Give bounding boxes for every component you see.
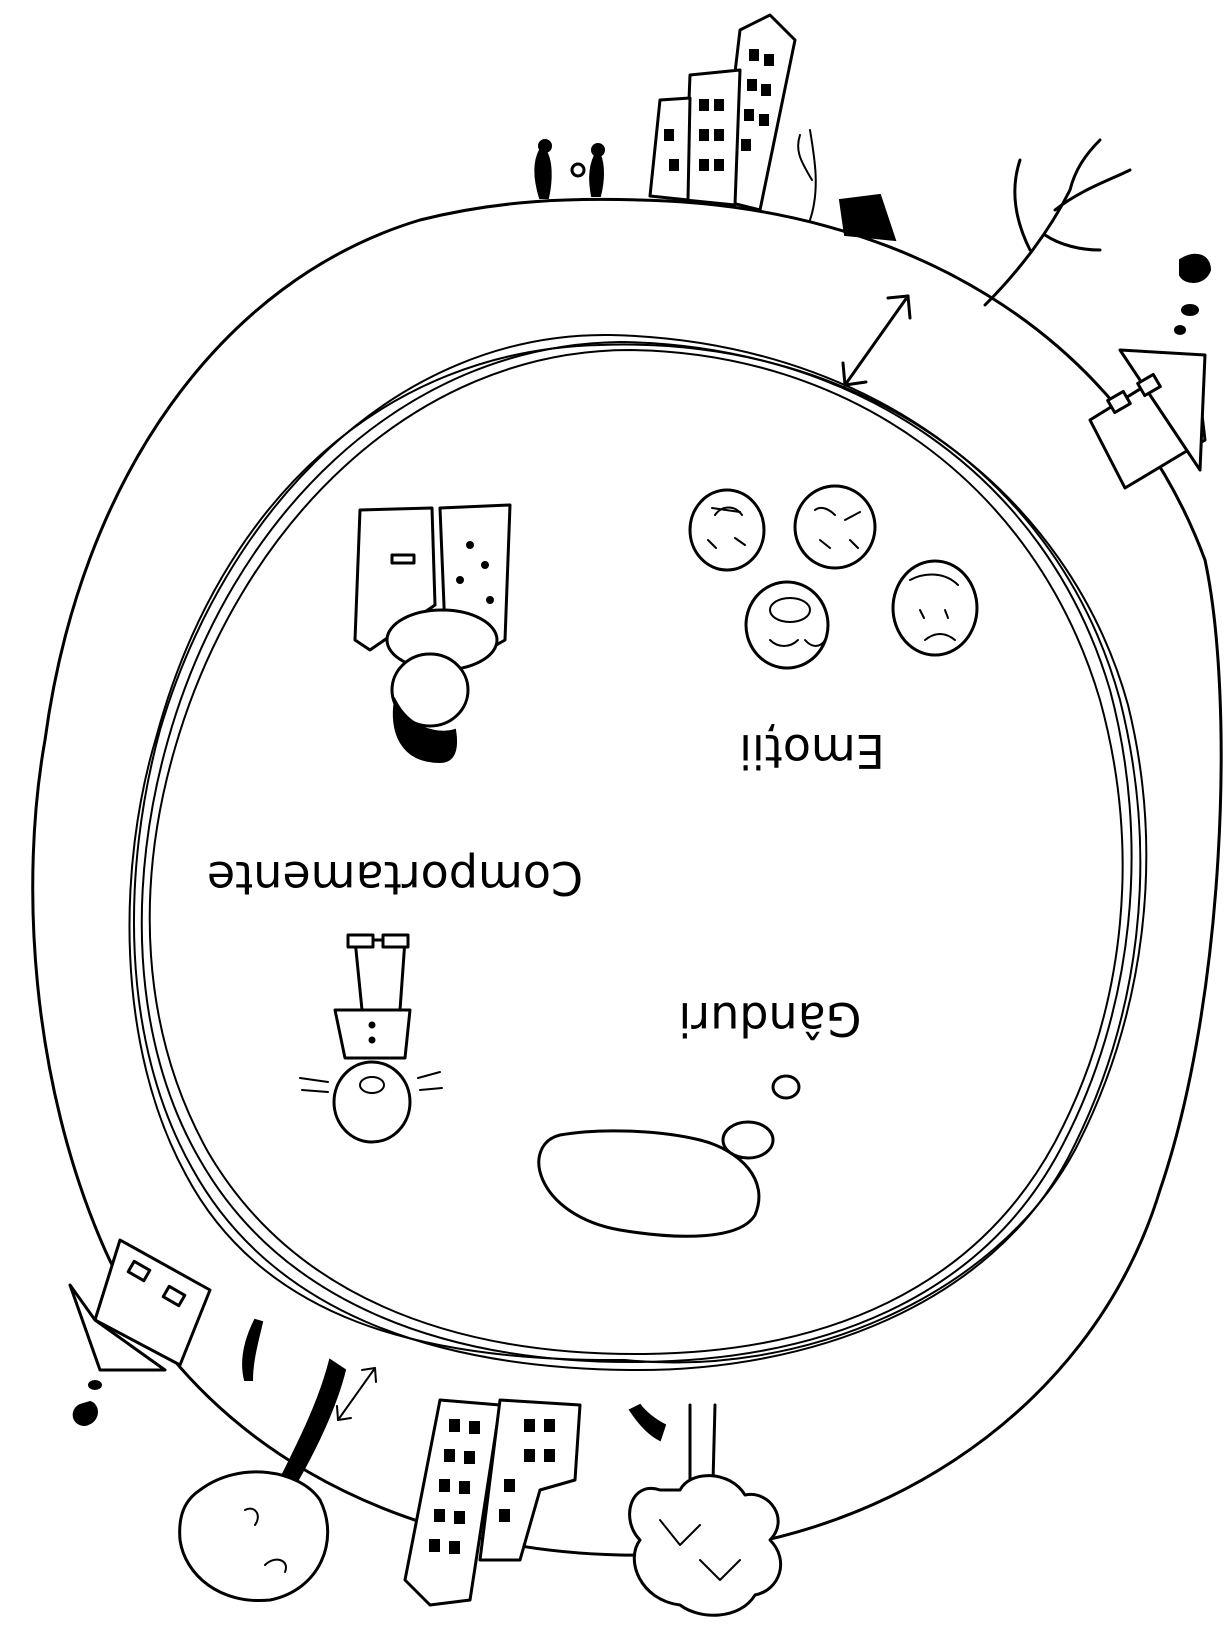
label-thoughts: Gânduri — [678, 992, 861, 1046]
buildings-icon — [650, 15, 795, 210]
double-arrow-icon — [843, 296, 910, 385]
label-emotions: Emoții — [739, 723, 885, 778]
tree-icon — [630, 1405, 781, 1615]
person-hugging-icon — [355, 505, 510, 762]
thought-bubble-icon — [539, 1076, 799, 1236]
house-icon — [70, 1240, 210, 1425]
buildings-icon — [405, 1400, 580, 1605]
people-walking-icon — [535, 140, 604, 198]
person-surprised-icon — [300, 935, 442, 1142]
emotion-faces-icon — [690, 486, 977, 668]
house-icon — [1090, 255, 1210, 488]
label-behaviors: Comportamente — [207, 851, 583, 905]
tree-icon — [180, 1320, 345, 1601]
tree-icon — [798, 130, 1130, 305]
